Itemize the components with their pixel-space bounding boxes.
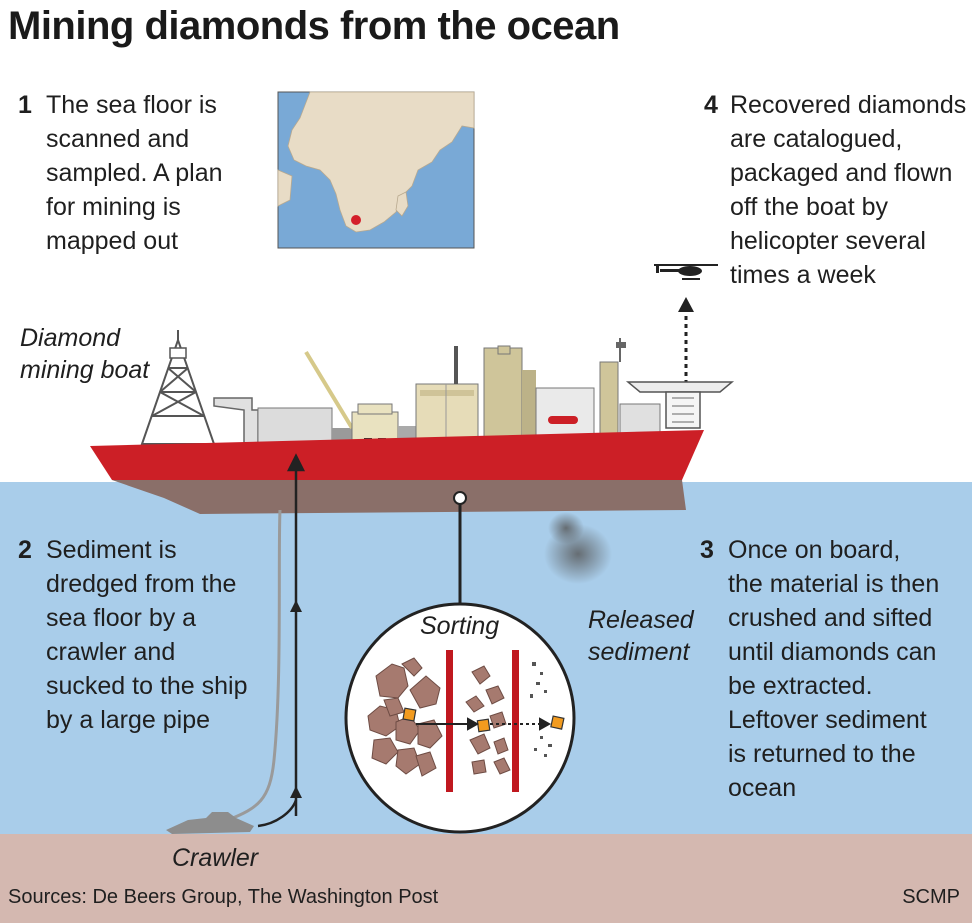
- step-number: 2: [18, 536, 32, 564]
- ship-hull-underwater: [112, 480, 686, 514]
- step-text: Recovered diamonds are catalogued, packa…: [730, 91, 967, 289]
- location-marker-icon: [351, 215, 361, 225]
- released-sediment-label: Released sediment: [588, 606, 694, 666]
- step-number: 1: [18, 91, 32, 119]
- suction-pipe: [227, 509, 282, 822]
- world-map: [277, 91, 475, 249]
- publisher-credit: SCMP: [902, 886, 960, 908]
- diamond-icon: [402, 707, 417, 722]
- rock-pile-large: [367, 657, 443, 777]
- crawler-icon: [166, 812, 254, 834]
- rock-pile-medium: [465, 665, 511, 775]
- upward-flow-arrow: [257, 453, 306, 828]
- step-text: Once on board, the material is then crus…: [728, 536, 940, 802]
- step-1: 1 The sea floor is scanned and sampled. …: [18, 88, 268, 258]
- diamond-icon: [550, 715, 565, 730]
- helicopter-icon: [654, 264, 718, 280]
- step-3: 3 Once on board, the material is then cr…: [700, 533, 972, 805]
- sorting-arrows: [416, 717, 552, 731]
- sources-credit: Sources: De Beers Group, The Washington …: [8, 886, 439, 908]
- step-text: The sea floor is scanned and sampled. A …: [46, 91, 223, 255]
- step-2: 2 Sediment is dredged from the sea floor…: [18, 533, 278, 737]
- seabed: [0, 834, 972, 923]
- rock-fragments-small: [530, 662, 552, 757]
- crawler-label: Crawler: [172, 844, 259, 872]
- sorting-label: Sorting: [420, 612, 500, 640]
- sieve-bars: [446, 650, 519, 792]
- step-4: 4 Recovered diamonds are catalogued, pac…: [704, 88, 972, 292]
- step-text: Sediment is dredged from the sea floor b…: [46, 536, 248, 734]
- boat-label: Diamond mining boat: [20, 324, 150, 384]
- step-number: 3: [700, 536, 714, 564]
- diamond-icon: [476, 718, 491, 733]
- step-number: 4: [704, 91, 718, 119]
- ship-hull: [90, 430, 704, 480]
- page-title: Mining diamonds from the ocean: [8, 4, 620, 48]
